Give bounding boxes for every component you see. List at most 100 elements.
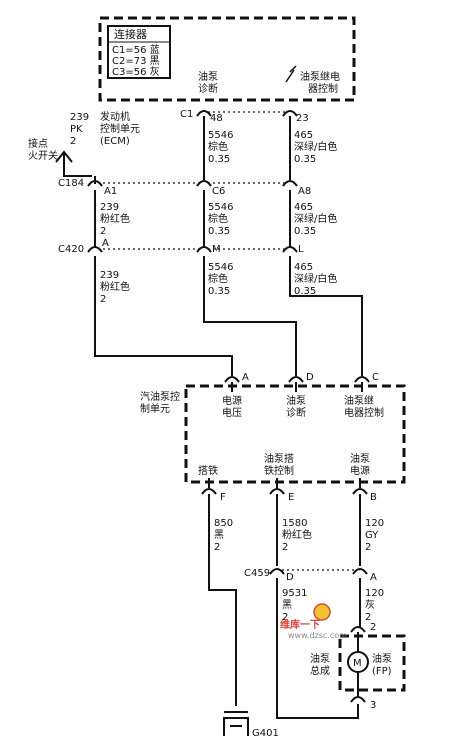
ecm-name-1: 发动机 xyxy=(100,110,130,123)
wire-465-seg3 xyxy=(289,256,363,376)
w1-low-num: 5546 xyxy=(208,262,233,273)
fpcm-pin-c-letter: C xyxy=(372,372,379,383)
w2-mid-num: 465 xyxy=(294,202,313,213)
c459-pin-d-label: D xyxy=(286,572,294,583)
b-wire-num: 120 xyxy=(365,518,384,529)
w2-mid-color: 深绿/白色 xyxy=(294,212,337,225)
relay-switch-symbol xyxy=(285,65,297,83)
w0-mid-gauge: 2 xyxy=(100,226,106,237)
w1-top-gauge: 0.35 xyxy=(208,154,230,165)
fuel-pump-control-module-box xyxy=(184,384,406,484)
fpcm-pin-a-letter: A xyxy=(242,372,249,383)
a-wire-gauge: 2 xyxy=(365,612,371,623)
fpcm-pin-d-letter: D xyxy=(306,372,314,383)
fpcm-lbl-e-1: 油泵搭 xyxy=(264,452,294,465)
w1-top-color: 棕色 xyxy=(208,140,228,153)
w2-low-color: 深绿/白色 xyxy=(294,272,337,285)
c1-pin-48-shape xyxy=(196,110,212,117)
c420-pin-a-label: A xyxy=(102,238,109,249)
c184-pin-c6 xyxy=(196,180,212,187)
wire-850-ground xyxy=(208,494,237,706)
pump-pin-2 xyxy=(350,626,366,633)
fpcm-pin-b-letter: B xyxy=(370,492,377,503)
e-wire-color: 粉红色 xyxy=(282,528,312,541)
connector-legend-line-3: C3=56 灰 xyxy=(112,65,160,78)
w0-low-color: 粉红色 xyxy=(100,280,130,293)
w2-top-num: 465 xyxy=(294,130,313,141)
c1-pin-23: 23 xyxy=(296,113,309,124)
ign-wire-num: 239 xyxy=(70,112,89,123)
ignition-wire xyxy=(55,150,73,168)
fpcm-lbl-c-1: 油泵继 xyxy=(344,394,374,407)
w2-top-gauge: 0.35 xyxy=(294,154,316,165)
w0-mid-num: 239 xyxy=(100,202,119,213)
fpcm-lbl-d-2: 诊断 xyxy=(286,406,306,419)
w2-mid-gauge: 0.35 xyxy=(294,226,316,237)
fpcm-pin-f xyxy=(201,488,217,495)
fpcm-lbl-b-2: 电源 xyxy=(350,464,370,477)
connector-legend-line-2: C2=73 黑 xyxy=(112,55,160,67)
fpcm-name-1: 汽油泵控 xyxy=(140,390,180,403)
w2-top-color: 深绿/白色 xyxy=(294,140,337,153)
c420-label: C420 xyxy=(58,244,84,255)
top-pump-diag-label-2: 诊断 xyxy=(198,82,218,95)
pump-assy-2: 总成 xyxy=(310,664,330,677)
c420-pin-a xyxy=(87,246,103,253)
pump-assy-1: 油泵 xyxy=(310,652,330,665)
fpcm-pin-d xyxy=(288,376,304,383)
d-wire-gauge: 2 xyxy=(282,612,288,623)
c420-pin-l xyxy=(282,246,298,253)
e-wire-gauge: 2 xyxy=(282,542,288,553)
c420-pin-m-label: M xyxy=(212,244,221,255)
w1-mid-gauge: 0.35 xyxy=(208,226,230,237)
ground-label: G401 xyxy=(252,728,279,739)
watermark-url: www.dzsc.com xyxy=(288,631,347,640)
c184-pin-a1-label: A1 xyxy=(104,186,117,197)
ign-wire-gauge: 2 xyxy=(70,136,76,147)
ecm-connector-box xyxy=(98,16,356,102)
top-pump-diag-label: 油泵 xyxy=(198,70,218,83)
pump-name-2: (FP) xyxy=(372,666,392,677)
g-wire-color: 黑 xyxy=(214,529,224,541)
fpcm-lbl-b-1: 油泵 xyxy=(350,452,370,465)
c1-pin-23-shape xyxy=(282,110,298,117)
wire-239-seg3 xyxy=(94,256,233,376)
w2-low-num: 465 xyxy=(294,262,313,273)
ignition-switch-label-2: 火开关 xyxy=(28,149,58,162)
c184-label: C184 xyxy=(58,178,84,189)
fpcm-lbl-c-2: 电器控制 xyxy=(344,406,384,419)
w1-low-color: 棕色 xyxy=(208,272,228,285)
c420-pin-l-label: L xyxy=(298,244,304,255)
w1-top-num: 5546 xyxy=(208,130,233,141)
wire-9531 xyxy=(276,578,359,719)
g-wire-num: 850 xyxy=(214,518,233,529)
e-wire-num: 1580 xyxy=(282,518,307,529)
fpcm-lbl-f: 搭铁 xyxy=(198,464,218,477)
c459-pin-a-label: A xyxy=(370,572,377,583)
fpcm-pin-e-letter: E xyxy=(288,492,294,503)
fuel-pump-assembly-box xyxy=(338,634,406,692)
pump-name-1: 油泵 xyxy=(372,652,392,665)
fpcm-lbl-a-1: 电源 xyxy=(222,394,242,407)
a-wire-num: 120 xyxy=(365,588,384,599)
fpcm-lbl-a-2: 电压 xyxy=(222,406,242,419)
ignition-wire-run xyxy=(63,168,92,177)
fpcm-name-2: 制单元 xyxy=(140,402,170,415)
w0-low-gauge: 2 xyxy=(100,294,106,305)
fpcm-pin-c xyxy=(354,376,370,383)
c459-label: C459 xyxy=(244,568,270,579)
connector-legend-box xyxy=(107,25,171,79)
c459-pin-a xyxy=(352,568,368,575)
w0-low-num: 239 xyxy=(100,270,119,281)
ecm-name-3: (ECM) xyxy=(100,136,130,147)
c459-pin-d xyxy=(269,568,285,575)
fpcm-pin-b xyxy=(352,488,368,495)
c184-pin-a8 xyxy=(282,180,298,187)
fpcm-lbl-e-2: 铁控制 xyxy=(264,464,294,477)
w1-low-gauge: 0.35 xyxy=(208,286,230,297)
pump-motor-letter: M xyxy=(353,658,362,669)
ecm-name-2: 控制单元 xyxy=(100,122,140,135)
c184-pin-a8-label: A8 xyxy=(298,186,311,197)
watermark-logo-icon xyxy=(313,603,331,621)
c184-pin-c6-label: C6 xyxy=(212,186,225,197)
